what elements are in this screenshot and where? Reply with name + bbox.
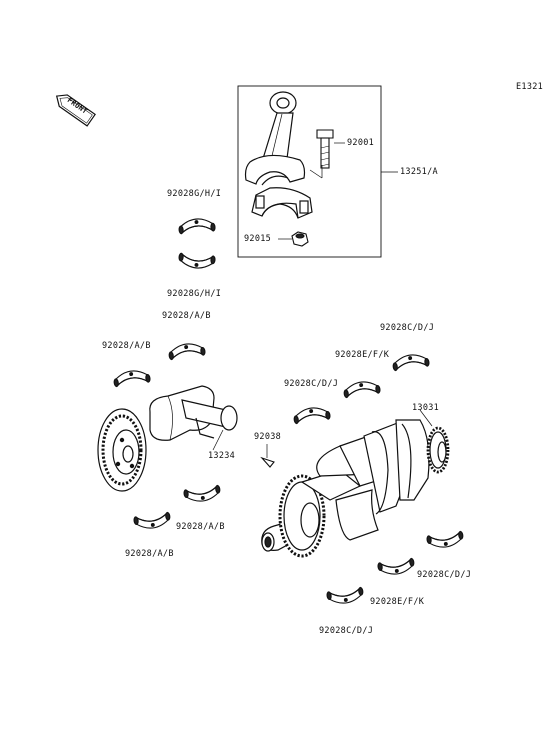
conrod-bolt <box>316 129 334 169</box>
bearing-shell-92028cdj-b <box>292 405 331 425</box>
label-92028ab-1: 92028/A/B <box>162 311 211 321</box>
bearing-shell-92028ab-c <box>183 484 222 504</box>
diagram-code: E1321 <box>516 82 544 92</box>
bearing-shell-92028efk-a <box>342 379 381 399</box>
label-92028ab-4: 92028/A/B <box>125 549 174 559</box>
label-92028ghi-bottom: 92028G/H/I <box>167 289 222 299</box>
label-92015: 92015 <box>244 234 272 244</box>
label-92028ghi-top: 92028G/H/I <box>167 189 222 199</box>
label-92028cdj-4: 92028C/D/J <box>319 626 374 636</box>
bearing-shell-92028cdj-a <box>391 352 430 372</box>
conrod-nut <box>291 231 309 247</box>
balancer-shaft <box>149 385 238 441</box>
label-92028cdj-1: 92028C/D/J <box>380 323 435 333</box>
bearing-shell-92028ab-b <box>112 368 151 388</box>
label-92028ab-3: 92028/A/B <box>176 522 225 532</box>
label-92028efk-2: 92028E/F/K <box>370 597 425 607</box>
bearing-shell-92028cdj-c <box>426 530 465 550</box>
balancer-gear <box>97 408 147 492</box>
connecting-rod <box>244 91 306 186</box>
label-13234: 13234 <box>208 451 236 461</box>
bearing-shell-92028ghi-lower <box>177 252 216 271</box>
bearing-shell-92028efk-b <box>377 557 416 577</box>
label-13251a: 13251/A <box>400 167 438 177</box>
bearing-shell-92028ab-d <box>133 511 172 531</box>
conrod-group-box <box>237 85 382 258</box>
leader-lines <box>212 142 433 458</box>
woodruff-key <box>260 456 275 468</box>
front-arrow-icon <box>55 94 96 127</box>
bearing-shell-92028cdj-d <box>326 586 365 606</box>
label-92028ab-2: 92028/A/B <box>102 341 151 351</box>
label-92028efk-1: 92028E/F/K <box>335 350 390 360</box>
bearing-shell-92028ab-a <box>167 341 206 361</box>
bearing-shell-92028ghi-upper <box>177 216 216 235</box>
connecting-rod-cap <box>251 187 313 219</box>
label-92028cdj-3: 92028C/D/J <box>417 570 472 580</box>
crankshaft <box>261 419 450 558</box>
label-92028cdj-2: 92028C/D/J <box>284 379 339 389</box>
label-92001: 92001 <box>347 138 375 148</box>
label-13031: 13031 <box>412 403 440 413</box>
label-92038: 92038 <box>254 432 282 442</box>
